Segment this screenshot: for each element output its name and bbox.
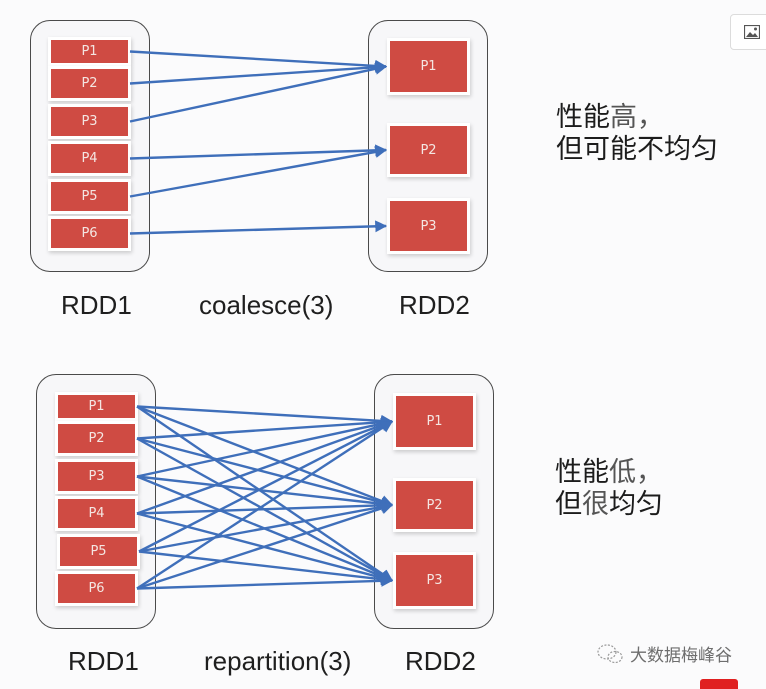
- bottom-dst-partition-2: P2: [396, 481, 473, 529]
- wechat-icon: [597, 643, 623, 663]
- top-arrow-p2-to-p1: [129, 61, 388, 85]
- bottom-note: 性能低， 但很均匀: [555, 457, 663, 521]
- bottom-note-line1b: 低，: [609, 457, 663, 488]
- bottom-arrow-p3-to-p3: [136, 475, 394, 582]
- top-arrows: [129, 50, 388, 235]
- top-operation-label: coalesce(3): [199, 290, 334, 320]
- bottom-arrow-p2-to-p1: [136, 416, 394, 440]
- bottom-dst-partition-3: P3: [396, 555, 473, 606]
- top-note-line2: 但可能不均匀: [556, 134, 718, 165]
- bottom-note-line2c: 均匀: [609, 489, 663, 520]
- bottom-note-line1a: 性能: [555, 457, 609, 488]
- watermark-text: 大数据梅峰谷: [630, 646, 732, 666]
- top-arrow-p3-to-p1: [129, 62, 388, 123]
- top-note-line1a: 性能: [556, 102, 610, 133]
- top-note: 性能高， 但可能不均匀: [556, 102, 718, 166]
- top-rdd1-label: RDD1: [61, 290, 132, 320]
- bottom-src-partition-4: P4: [58, 499, 135, 528]
- top-src-partition-2: P2: [51, 69, 128, 98]
- bottom-arrow-p4-to-p3: [136, 512, 394, 584]
- top-src-partition-4: P4: [51, 144, 128, 173]
- bottom-arrow-p3-to-p1: [136, 417, 394, 478]
- bottom-arrow-p6-to-p2: [136, 502, 394, 590]
- top-dst-partition-3: P3: [390, 201, 467, 251]
- bottom-arrows: [136, 405, 394, 590]
- top-arrow-p6-to-p3: [129, 220, 388, 235]
- bottom-arrow-p6-to-p1: [136, 420, 394, 590]
- bottom-arrow-p5-to-p2: [138, 501, 394, 553]
- bottom-operation-label: repartition(3): [204, 646, 352, 676]
- bottom-arrow-p5-to-p3: [138, 550, 394, 586]
- bottom-src-partition-1: P1: [58, 395, 135, 418]
- bottom-arrow-p2-to-p2: [136, 437, 394, 509]
- top-dst-partition-1: P1: [390, 41, 467, 92]
- bottom-note-line2b: 很: [582, 489, 609, 520]
- top-src-partition-1: P1: [51, 40, 128, 63]
- bottom-arrow-p1-to-p3: [136, 405, 393, 582]
- top-src-partition-6: P6: [51, 219, 128, 248]
- top-arrow-p4-to-p2: [129, 144, 388, 160]
- bottom-dst-partition-1: P1: [396, 396, 473, 447]
- watermark: 大数据梅峰谷: [596, 641, 732, 666]
- bottom-arrow-p5-to-p1: [138, 420, 394, 553]
- top-arrow-p5-to-p2: [129, 146, 388, 198]
- image-icon: [744, 25, 760, 39]
- bottom-arrow-p2-to-p3: [136, 437, 394, 582]
- image-view-button[interactable]: [730, 14, 766, 50]
- bottom-rdd1-label: RDD1: [68, 646, 139, 676]
- top-note-line1b: 高，: [610, 102, 664, 133]
- red-badge: [700, 679, 738, 689]
- bottom-src-partition-3: P3: [58, 462, 135, 491]
- top-src-partition-5: P5: [51, 182, 128, 211]
- bottom-arrow-p1-to-p1: [136, 405, 394, 427]
- bottom-src-partition-5: P5: [60, 537, 137, 566]
- top-arrow-p1-to-p1: [129, 50, 388, 72]
- top-src-partition-3: P3: [51, 107, 128, 136]
- bottom-note-line2a: 但: [555, 489, 582, 520]
- top-dst-partition-2: P2: [390, 126, 467, 174]
- bottom-arrow-p1-to-p2: [136, 405, 394, 507]
- bottom-src-partition-6: P6: [58, 574, 135, 603]
- bottom-arrow-p3-to-p2: [136, 475, 394, 510]
- bottom-arrow-p4-to-p2: [136, 499, 394, 515]
- bottom-src-partition-2: P2: [58, 424, 135, 453]
- bottom-arrow-p6-to-p3: [136, 574, 394, 590]
- bottom-rdd2-label: RDD2: [405, 646, 476, 676]
- top-rdd2-label: RDD2: [399, 290, 470, 320]
- bottom-arrow-p4-to-p1: [136, 419, 394, 515]
